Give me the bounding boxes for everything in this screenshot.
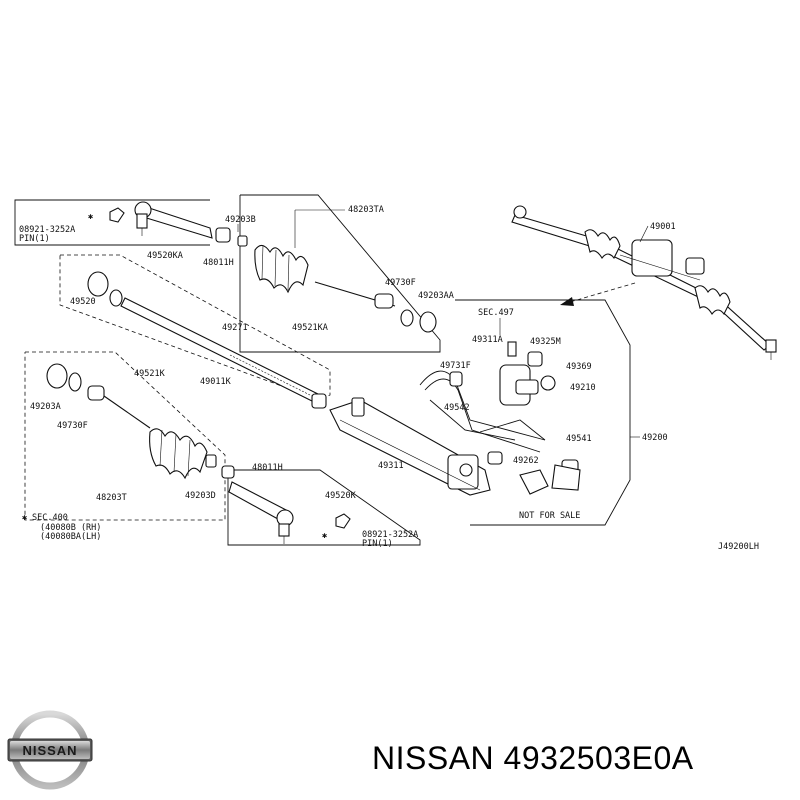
label-pin-top: 08921-3252A <box>19 225 75 235</box>
label-ref-code: J49200LH <box>718 542 759 552</box>
label-48011H-bot: 48011H <box>252 463 283 473</box>
label-pin-bot-sub: PIN(1) <box>362 539 393 549</box>
label-49369: 49369 <box>566 362 592 372</box>
label-49311A: 49311A <box>472 335 503 345</box>
exploded-view-arrow <box>560 282 636 306</box>
frame-lower-tie <box>227 469 421 546</box>
label-sec400-rh: (40080B (RH) <box>40 523 101 533</box>
label-49203AA: 49203AA <box>418 291 454 301</box>
label-48203TA: 48203TA <box>348 205 384 215</box>
label-not-for-sale: NOT FOR SALE <box>519 511 580 521</box>
label-49520K: 49520K <box>325 491 357 501</box>
label-49730F-bot: 49730F <box>57 421 88 431</box>
part-number-caption: NISSAN 4932503E0A <box>372 740 694 776</box>
clamp-small-bottom <box>205 454 217 468</box>
label-49521K: 49521K <box>134 369 166 379</box>
label-pin-bot: 08921-3252A <box>362 530 418 540</box>
label-49730F-top: 49730F <box>385 278 416 288</box>
cotter-pin-bottom: ✱ <box>322 513 351 541</box>
label-sec400-lh: (40080BA(LH) <box>40 532 101 542</box>
label-49325M: 49325M <box>530 337 561 347</box>
nissan-logo: NISSAN <box>7 710 93 790</box>
gear-housing <box>329 397 491 496</box>
label-sec497: SEC.497 <box>478 308 514 318</box>
label-pin-top-sub: PIN(1) <box>19 234 50 244</box>
boot-bottom <box>149 428 208 480</box>
frame-rack-inner <box>59 254 331 401</box>
clamp-48011H-bottom <box>221 465 235 479</box>
clamp-49203A <box>46 363 82 392</box>
svg-text:✱: ✱ <box>322 531 327 541</box>
label-48011H-top: 48011H <box>203 258 234 268</box>
seal-49262 <box>487 451 503 465</box>
not-for-sale-parts <box>519 459 581 495</box>
cotter-pin-top: ✱ <box>88 207 125 223</box>
label-49311: 49311 <box>378 461 404 471</box>
label-49200: 49200 <box>642 433 668 443</box>
label-49210: 49210 <box>570 383 596 393</box>
label-49011K: 49011K <box>200 377 232 387</box>
valve-body <box>499 341 556 406</box>
label-49542: 49542 <box>444 403 470 413</box>
svg-text:✱: ✱ <box>88 212 93 222</box>
asterisk-sec400: ✱ <box>22 513 27 523</box>
frame-main-assembly <box>455 299 631 526</box>
inner-tie-rod-bottom <box>87 385 151 429</box>
label-49520KA: 49520KA <box>147 251 183 261</box>
label-49203D: 49203D <box>185 491 216 501</box>
tie-rod-end-top <box>134 201 213 239</box>
frame-lower-left <box>24 351 226 521</box>
steering-rack-assembly <box>511 205 777 360</box>
tie-rod-end-bottom <box>228 481 294 544</box>
inner-tie-rod-top <box>314 281 396 309</box>
label-49520: 49520 <box>70 297 96 307</box>
label-48203T: 48203T <box>96 493 127 503</box>
nissan-logo-text: NISSAN <box>22 743 77 758</box>
label-49203B: 49203B <box>225 215 256 225</box>
rack-shaft <box>87 271 327 409</box>
label-49203A: 49203A <box>30 402 61 412</box>
frame-boot-top <box>239 194 441 353</box>
frame-tie-rod-top <box>14 199 210 246</box>
label-49262: 49262 <box>513 456 539 466</box>
boot-top <box>254 244 309 294</box>
clamp-49203B <box>215 227 248 247</box>
label-49521KA: 49521KA <box>292 323 328 333</box>
label-49731F: 49731F <box>440 361 471 371</box>
label-sec400: SEC.400 <box>32 513 68 523</box>
label-49541: 49541 <box>566 434 592 444</box>
ring-49730F <box>400 309 437 333</box>
label-49271: 49271 <box>222 323 248 333</box>
seal-49731F <box>449 371 463 387</box>
label-49001: 49001 <box>650 222 676 232</box>
